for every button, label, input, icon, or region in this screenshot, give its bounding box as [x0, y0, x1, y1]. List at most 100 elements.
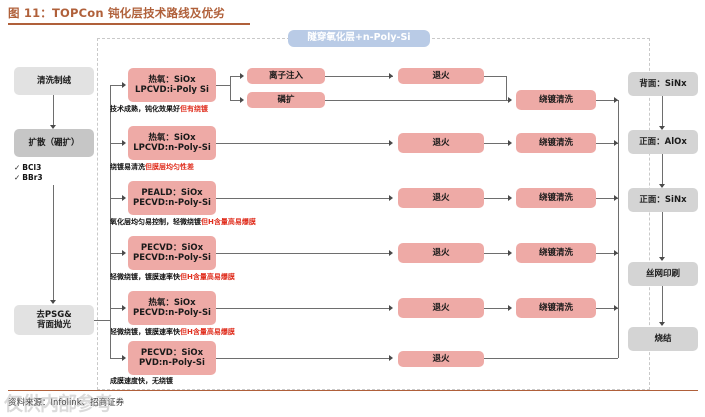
arrow-right-3: [659, 257, 665, 261]
title-text: 图 11：TOPCon 钝化层技术路线及优劣: [8, 6, 225, 20]
right-step-front-alox[interactable]: 正面：AlOx: [628, 130, 698, 154]
step-clean-texture[interactable]: 清洗制绒: [14, 67, 94, 95]
route-3-anneal-label: 退火: [432, 192, 450, 203]
arrow-route-4-to-right: [614, 250, 618, 256]
route-5-note-ok: 轻微绕镀，镀膜速率快: [110, 328, 180, 336]
step-diffusion[interactable]: 扩散（硼扩）: [14, 129, 94, 157]
step-psg-polish[interactable]: 去PSG& 背面抛光: [14, 305, 94, 335]
connector-route-6-to-anneal: [216, 358, 389, 359]
route-5-clean-box[interactable]: 绕镀清洗: [516, 298, 596, 318]
connector-left-trunk: [94, 320, 110, 321]
arrow-route-1-branch-b: [240, 97, 244, 103]
route-6-anneal-box[interactable]: 退火: [398, 351, 484, 367]
route-6-main-line1: PECVD：SiOx: [140, 347, 204, 358]
route-3-main-line1: PEALD：SiOx: [141, 187, 203, 198]
connector-route-5-in: [110, 308, 124, 309]
connector-route-3-in: [110, 198, 124, 199]
connector-right-4: [662, 286, 663, 325]
arrow-route-5-in: [122, 305, 126, 311]
route-1-branch-implant-label: 离子注入: [268, 70, 303, 81]
route-6-main-box[interactable]: PECVD：SiOx PVD:n-Poly-Si: [128, 341, 216, 375]
connector-right-1: [662, 96, 663, 129]
right-step-back-sinx[interactable]: 背面：SiNx: [628, 72, 698, 96]
right-step-front-sinx[interactable]: 正面：SiNx: [628, 188, 698, 212]
arrow-route-3-to-right: [614, 195, 618, 201]
right-step-sintering[interactable]: 烧结: [628, 327, 698, 351]
right-step-screen-print[interactable]: 丝网印刷: [628, 262, 698, 286]
route-3-clean-box[interactable]: 绕镀清洗: [516, 188, 596, 208]
footer-divider: [8, 390, 698, 391]
connector-route-5-out: [596, 308, 618, 309]
arrow-route-2-to-right: [614, 140, 618, 146]
right-step-front-alox-label: 正面：AlOx: [639, 136, 687, 147]
title-underline: [8, 23, 250, 25]
arrow-route-6-anneal-in: [389, 355, 393, 361]
connector-left-2: [53, 185, 54, 303]
arrow-route-1-in: [122, 82, 126, 88]
arrow-route-3-anneal-in: [389, 195, 393, 201]
route-4-clean-label: 绕镀清洗: [538, 247, 573, 258]
route-5-anneal-box[interactable]: 退火: [398, 298, 484, 318]
route-5-main-box[interactable]: 热氧：SiOx PECVD:n-Poly-Si: [128, 291, 216, 325]
connector-route-2-anneal-out: [484, 143, 508, 144]
step-psg-polish-line1: 去PSG&: [36, 309, 72, 320]
route-1-clean-box[interactable]: 绕镀清洗: [516, 90, 596, 110]
step-diffusion-label: 扩散（硼扩）: [28, 137, 80, 148]
checklist-item-label: BBr3: [22, 173, 43, 182]
route-4-note-bad: 但H含量高易爆膜: [180, 273, 235, 281]
right-step-screen-print-label: 丝网印刷: [645, 268, 680, 279]
header-banner-label: 隧穿氧化层+n-Poly-Si: [307, 32, 411, 44]
connector-left-1: [53, 95, 54, 128]
route-1-branch-diffusion[interactable]: 磷扩: [247, 92, 325, 108]
connector-route-1-in: [110, 85, 124, 86]
connector-right-2: [662, 154, 663, 187]
route-5-clean-label: 绕镀清洗: [538, 302, 573, 313]
route-1-note-ok: 技术成熟，钝化效果好: [110, 105, 180, 113]
route-1-main-line2: LPCVD:i-Poly Si: [135, 85, 209, 95]
arrow-route-4-clean-in: [508, 250, 512, 256]
arrow-route-5-to-right: [614, 305, 618, 311]
route-2-anneal-box[interactable]: 退火: [398, 133, 484, 153]
connector-route-2-in: [110, 143, 124, 144]
arrow-left-1: [50, 125, 56, 129]
connector-route-1-branch-a: [230, 76, 242, 77]
route-2-main-line2: LPCVD:n-Poly-Si: [133, 143, 211, 153]
checklist-item: ✓BCl3: [14, 163, 43, 173]
connector-route-2-out: [596, 143, 618, 144]
route-3-main-box[interactable]: PEALD：SiOx PECVD:n-Poly-Si: [128, 181, 216, 215]
connector-route-1-implant-out: [325, 76, 393, 77]
connector-route-6-spine-ext: [110, 308, 111, 359]
route-2-note-bad: 但膜层均匀性差: [145, 163, 194, 171]
route-1-branch-implant[interactable]: 离子注入: [247, 68, 325, 84]
route-1-main-box[interactable]: 热氧：SiOx LPCVD:i-Poly Si: [128, 68, 216, 102]
arrow-route-1-clean-in: [508, 97, 512, 103]
check-icon: ✓: [14, 163, 21, 172]
route-5-anneal-label: 退火: [432, 302, 450, 313]
route-4-clean-box[interactable]: 绕镀清洗: [516, 243, 596, 263]
arrow-route-2-clean-in: [508, 140, 512, 146]
route-1-note: 技术成熟，钝化效果好但有绕镀: [110, 105, 208, 114]
arrow-route-2-anneal-in: [389, 140, 393, 146]
check-icon: ✓: [14, 173, 21, 182]
connector-route-3-to-anneal: [216, 198, 389, 199]
route-4-anneal-box[interactable]: 退火: [398, 243, 484, 263]
route-4-main-line1: PECVD：SiOx: [140, 242, 204, 253]
arrow-route-4-in: [122, 250, 126, 256]
arrow-right-2: [659, 184, 665, 188]
connector-route-3-out: [596, 198, 618, 199]
route-6-anneal-label: 退火: [432, 353, 450, 364]
route-2-clean-box[interactable]: 绕镀清洗: [516, 133, 596, 153]
connector-route-1-branch-b: [230, 100, 242, 101]
route-4-main-box[interactable]: PECVD：SiOx PECVD:n-Poly-Si: [128, 236, 216, 270]
arrow-route-3-clean-in: [508, 195, 512, 201]
route-1-anneal-label: 退火: [432, 70, 450, 81]
connector-route-3-anneal-out: [484, 198, 508, 199]
arrow-route-1-anneal-in: [389, 73, 393, 79]
route-3-anneal-box[interactable]: 退火: [398, 188, 484, 208]
route-2-main-box[interactable]: 热氧：SiOx LPCVD:n-Poly-Si: [128, 126, 216, 160]
arrow-route-5-anneal-in: [389, 305, 393, 311]
connector-route-1-fork: [216, 85, 230, 86]
route-1-anneal-box[interactable]: 退火: [398, 68, 484, 84]
route-6-note-ok: 成膜速度快，无绕镀: [110, 377, 173, 385]
